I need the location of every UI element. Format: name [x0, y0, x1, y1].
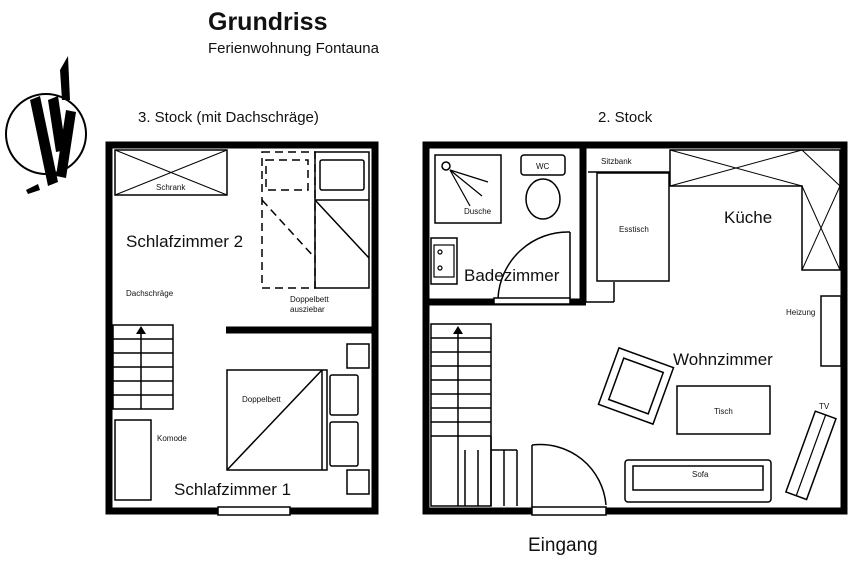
komode-label: Komode [157, 434, 187, 443]
dachschraege-label: Dachschräge [126, 289, 174, 298]
north-arrow-icon [5, 56, 87, 194]
wohnzimmer-label: Wohnzimmer [673, 350, 773, 369]
tisch-label: Tisch [714, 407, 733, 416]
lower-floor [422, 141, 848, 516]
esstisch-label: Esstisch [619, 225, 649, 234]
floor-label-lower: 2. Stock [598, 109, 653, 126]
sitzbank-label: Sitzbank [601, 157, 632, 166]
schlafzimmer2-label: Schlafzimmer 2 [126, 232, 244, 251]
page-title: Grundriss [208, 8, 328, 36]
page-subtitle: Ferienwohnung Fontauna [208, 40, 379, 57]
doppelbett-ausziehbar-label-2: ausziebar [290, 305, 325, 314]
kueche-label: Küche [724, 208, 773, 227]
floor-label-upper: 3. Stock (mit Dachschräge) [138, 109, 319, 126]
badezimmer-label: Badezimmer [464, 266, 560, 285]
heizung-label: Heizung [786, 308, 816, 317]
wc-label: WC [536, 162, 550, 171]
upper-floor [105, 141, 379, 516]
schlafzimmer1-label: Schlafzimmer 1 [174, 480, 292, 499]
doppelbett-ausziehbar-label-1: Doppelbett [290, 295, 329, 304]
tv-label: TV [819, 402, 830, 411]
doppelbett-label: Doppelbett [242, 395, 281, 404]
schrank-label: Schrank [156, 183, 186, 192]
sofa-label: Sofa [692, 470, 709, 479]
dusche-label: Dusche [464, 207, 492, 216]
entrance-label: Eingang [528, 535, 598, 556]
